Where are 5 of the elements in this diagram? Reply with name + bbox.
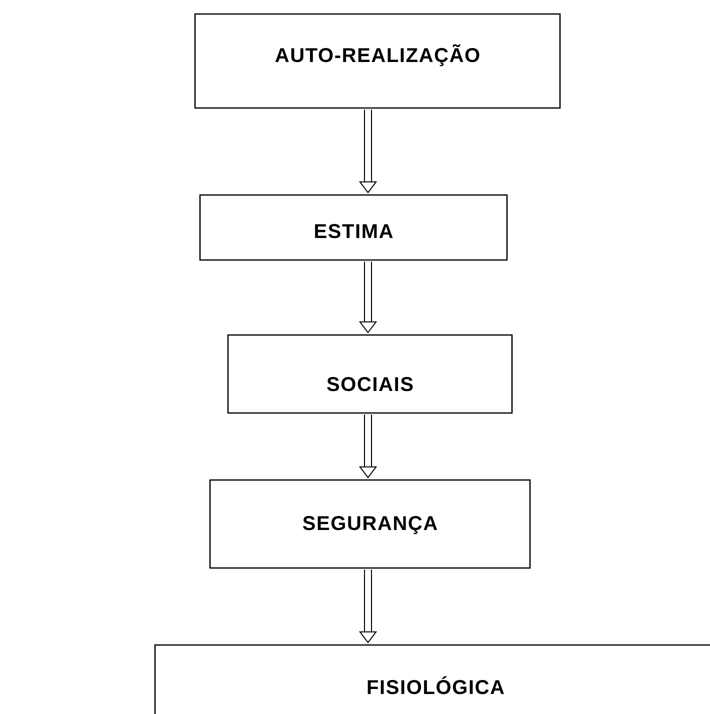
level-box: FISIOLÓGICA (154, 644, 710, 714)
level-box: AUTO-REALIZAÇÃO (194, 13, 561, 109)
level-box: SOCIAIS (227, 334, 513, 414)
level-box: SEGURANÇA (209, 479, 531, 569)
level-box: ESTIMA (199, 194, 508, 261)
